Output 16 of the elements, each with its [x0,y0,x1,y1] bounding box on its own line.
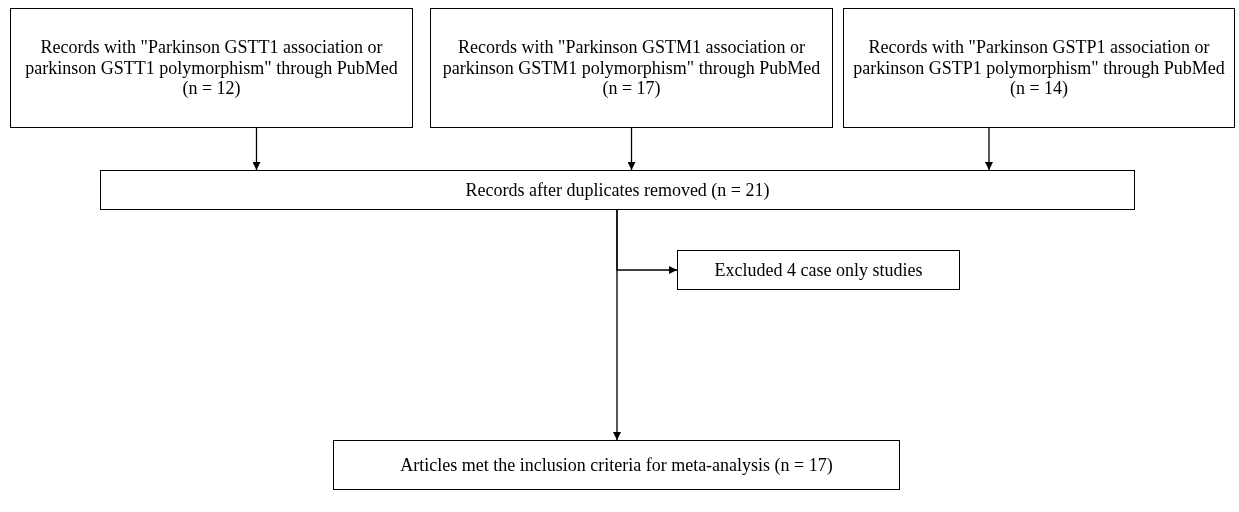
process-box [333,440,900,490]
box-text: Records with "Parkinson GSTP1 association or parkinson GSTP1 polymorphism" through PubMed (n = 14) [852,36,1226,100]
box-text: Records with "Parkinson GSTM1 association or parkinson GSTM1 polymorphism" through PubMed (n = 17) [441,36,822,100]
process-box [10,8,413,128]
box-text: Articles met the inclusion criteria for meta-analysis (n = 17) [400,454,833,476]
box-text: Records with "Parkinson GSTT1 association or parkinson GSTT1 polymorphism" through PubMed (n = 12) [24,36,399,100]
process-box [430,8,833,128]
box-text: Excluded 4 case only studies [714,259,923,281]
box-text: Records after duplicates removed (n = 21) [465,179,770,201]
arrow [252,127,261,171]
process-box [843,8,1235,128]
arrow [613,209,621,441]
process-box [100,170,1135,210]
arrow [985,127,993,171]
process-box [677,250,960,290]
arrow [627,127,636,171]
